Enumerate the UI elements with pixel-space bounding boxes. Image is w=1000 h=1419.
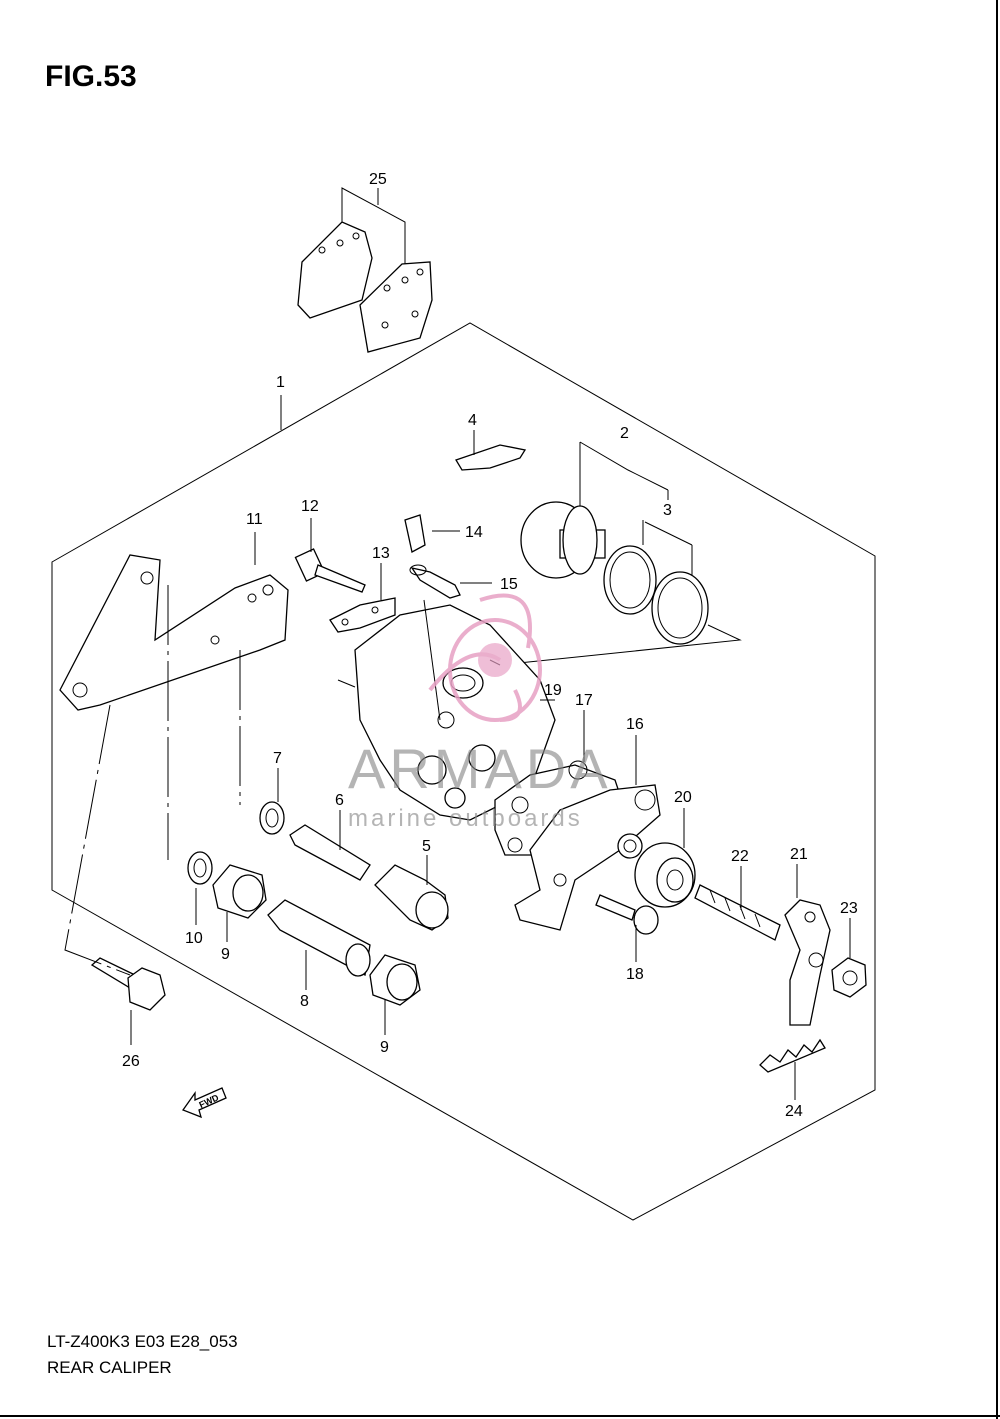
pad-spring-clip <box>455 430 527 471</box>
watermark: ARMADA marine outboards <box>348 593 612 832</box>
arm-nut <box>831 918 867 998</box>
model-code: LT-Z400K3 E03 E28_053 <box>47 1332 238 1351</box>
callout-8: 8 <box>300 993 309 1010</box>
callout-20: 20 <box>674 789 692 806</box>
dust-boot-upper <box>212 864 267 942</box>
bracket-bolt <box>294 518 366 593</box>
callout-19: 19 <box>544 682 562 699</box>
boot-ring-10 <box>187 851 213 925</box>
piston-and-seals <box>499 441 742 666</box>
callout-24: 24 <box>785 1103 803 1120</box>
watermark-brand: ARMADA <box>348 737 612 800</box>
pin-washer <box>259 768 285 835</box>
slide-pin <box>289 810 371 881</box>
callout-3: 3 <box>663 502 672 519</box>
brake-pad-set <box>297 187 433 353</box>
callout-16: 16 <box>626 716 644 733</box>
callout-13: 13 <box>372 545 390 562</box>
callout-4: 4 <box>468 412 477 429</box>
callout-labels: 25 1 4 2 3 11 12 13 14 15 19 17 16 20 7 … <box>122 171 858 1120</box>
callout-11: 11 <box>246 511 263 528</box>
lever-bolt <box>595 894 659 962</box>
callout-15: 15 <box>500 576 518 593</box>
adjuster-roller <box>634 808 696 908</box>
callout-25: 25 <box>369 171 387 188</box>
parking-brake-lever <box>514 735 661 931</box>
watermark-tagline: marine outboards <box>348 805 583 832</box>
callout-6: 6 <box>335 792 344 809</box>
callout-12: 12 <box>301 498 319 515</box>
diagram-caption: REAR CALIPER <box>47 1358 172 1377</box>
callout-9-upper: 9 <box>221 946 230 963</box>
callout-23: 23 <box>840 900 858 917</box>
callout-22: 22 <box>731 848 749 865</box>
caliper-assembly-outline <box>51 322 876 1221</box>
callout-17: 17 <box>575 692 593 709</box>
callout-18: 18 <box>626 966 644 983</box>
dust-boot-lower <box>369 954 421 1035</box>
callout-26: 26 <box>122 1053 140 1070</box>
callout-1: 1 <box>276 374 285 391</box>
figure-title: FIG.53 <box>45 60 137 93</box>
fwd-arrow-icon: FWD <box>181 1087 227 1119</box>
adjuster-screw <box>694 866 781 941</box>
brake-arm <box>784 864 831 1026</box>
callout-7: 7 <box>273 750 282 767</box>
callout-10: 10 <box>185 930 203 947</box>
pin-boot <box>374 855 449 931</box>
return-spring <box>759 1038 826 1100</box>
callout-2: 2 <box>620 425 629 442</box>
bleeder-valve <box>404 514 492 599</box>
mounting-bolt <box>90 957 166 1045</box>
retainer-plate <box>329 563 396 633</box>
sleeve-pin <box>267 899 371 990</box>
leader-lines <box>64 395 555 976</box>
callout-9-lower: 9 <box>380 1039 389 1056</box>
caliper-bracket <box>59 532 289 711</box>
callout-5: 5 <box>422 838 431 855</box>
callout-21: 21 <box>790 846 808 863</box>
callout-14: 14 <box>465 524 483 541</box>
